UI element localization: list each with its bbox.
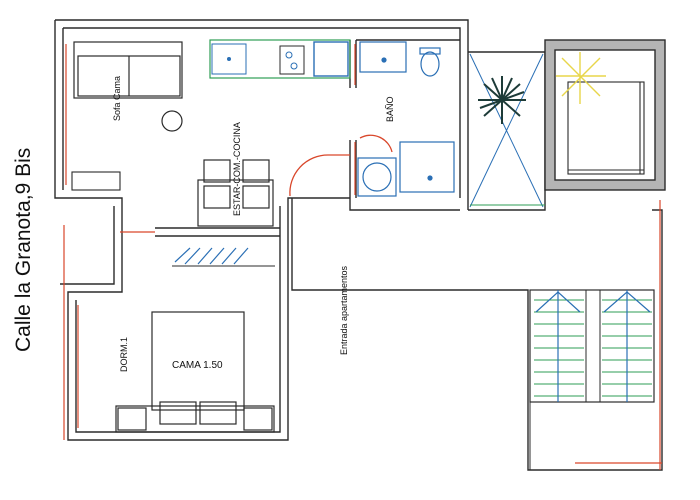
sofa-label: Sofa Cama	[112, 76, 122, 121]
lift-cabin	[567, 81, 645, 175]
living-room-label: ESTAR-COM.-COCINA	[232, 122, 242, 216]
staircase	[529, 289, 655, 470]
exterior-walls	[54, 19, 666, 471]
radiator-icon	[71, 171, 121, 191]
dining-table	[197, 159, 274, 227]
street-label: Calle la Granota,9 Bis	[12, 148, 35, 352]
terrace-cross	[469, 53, 545, 208]
window-marks	[63, 44, 662, 470]
sofa-bed	[73, 41, 183, 99]
double-bed	[115, 311, 275, 433]
light-fixture-icon	[556, 52, 606, 104]
bedroom-label: DORM.1	[119, 337, 129, 372]
palm-plant-icon	[478, 76, 526, 124]
bathroom-label: BAÑO	[385, 96, 395, 122]
round-table-icon	[161, 110, 183, 132]
kitchen-counter	[209, 39, 351, 79]
bathroom-fixtures	[357, 41, 455, 197]
entrance-label: Entrada apartamentos	[339, 265, 349, 355]
bed-label: CAMA 1.50	[172, 360, 223, 371]
door-arcs	[289, 134, 393, 197]
wardrobe	[174, 247, 249, 265]
